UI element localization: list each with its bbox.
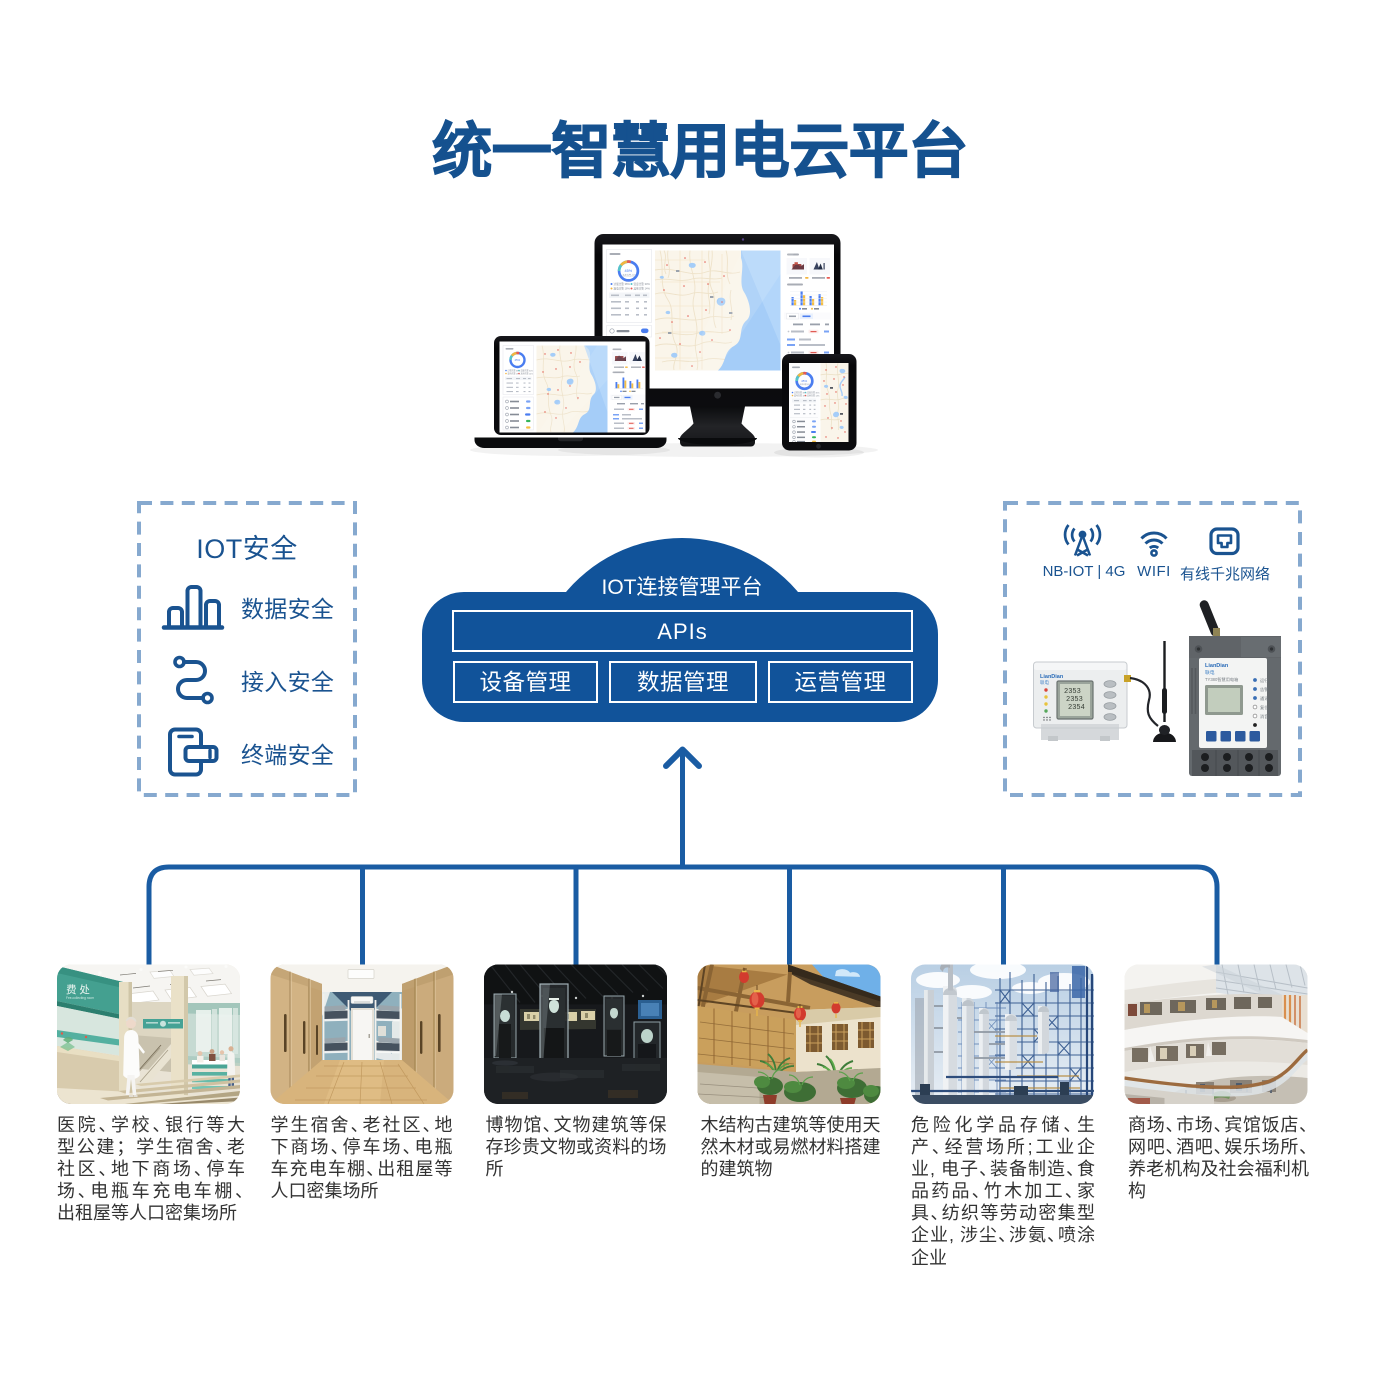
svg-text:2353: 2353 [1064, 688, 1081, 696]
svg-text:复位: 复位 [1260, 704, 1268, 711]
svg-text:2354: 2354 [1068, 704, 1085, 712]
svg-text:漏电告警 18%: 漏电告警 18% [508, 371, 521, 375]
svg-text:运行: 运行 [1260, 677, 1268, 684]
svg-text:消音: 消音 [1260, 713, 1268, 720]
svg-text:漏电告警 18%: 漏电告警 18% [794, 393, 807, 397]
svg-text:温度告警 30%: 温度告警 30% [807, 390, 820, 394]
svg-text:过载告警 38%: 过载告警 38% [614, 282, 631, 286]
svg-text:漏电告警 18%: 漏电告警 18% [614, 287, 631, 291]
svg-text:温度告警 30%: 温度告警 30% [634, 282, 651, 286]
svg-text:45%: 45% [625, 269, 633, 273]
svg-text:过载告警 38%: 过载告警 38% [508, 368, 521, 372]
svg-text:其他告警 14%: 其他告警 14% [634, 287, 651, 291]
svg-text:2353: 2353 [1066, 696, 1083, 704]
svg-text:费 处: 费 处 [66, 983, 90, 996]
svg-text:各类告警占比: 各类告警占比 [800, 382, 811, 386]
svg-text:联电: 联电 [1205, 669, 1215, 676]
svg-text:过载告警 38%: 过载告警 38% [794, 390, 807, 394]
svg-text:温度告警 30%: 温度告警 30% [521, 368, 534, 372]
svg-text:告警: 告警 [1260, 686, 1269, 693]
svg-text:通讯: 通讯 [1260, 695, 1269, 702]
svg-text:LianDian: LianDian [1040, 674, 1064, 680]
svg-text:Fee-collecting room: Fee-collecting room [66, 996, 94, 1000]
svg-text:联电: 联电 [1040, 679, 1049, 686]
svg-text:各类告警占比: 各类告警占比 [623, 273, 637, 277]
svg-text:45%: 45% [801, 379, 807, 383]
svg-text:LianDian: LianDian [1205, 663, 1229, 669]
svg-text:其他告警 14%: 其他告警 14% [807, 393, 820, 397]
svg-text:其他告警 14%: 其他告警 14% [521, 371, 534, 375]
svg-text:45%: 45% [515, 358, 521, 362]
svg-text:TY380智慧用电箱: TY380智慧用电箱 [1205, 676, 1238, 683]
